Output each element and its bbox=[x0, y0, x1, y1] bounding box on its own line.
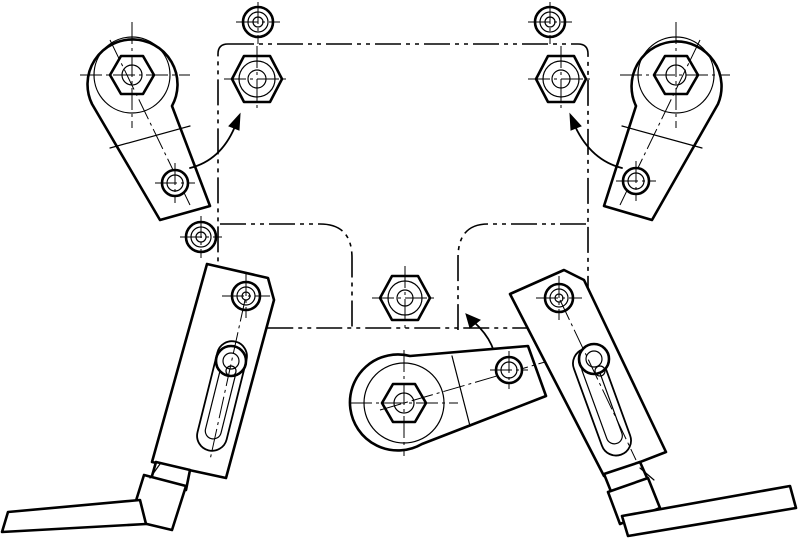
clamp-handle-left bbox=[0, 460, 192, 534]
locating-pin-left-side bbox=[180, 216, 222, 258]
slotted-support-arm-left bbox=[150, 262, 276, 480]
locating-pin-top-right bbox=[528, 2, 572, 44]
hex-nut-center bbox=[372, 266, 438, 330]
slotted-support-arm-right bbox=[508, 268, 668, 478]
swing-clamp-arm-top-right bbox=[602, 22, 730, 222]
rotation-arrow-top-right bbox=[569, 112, 623, 169]
rotation-arrow-top-left bbox=[189, 112, 241, 169]
clamp-handle-right bbox=[602, 460, 798, 538]
swing-clamp-arm-top-left bbox=[80, 22, 212, 222]
swing-clamp-arm-bottom bbox=[348, 344, 548, 456]
hex-nut-top-right bbox=[528, 46, 594, 112]
hex-nut-top-left bbox=[224, 46, 290, 112]
locating-pin-top-left bbox=[236, 2, 280, 44]
